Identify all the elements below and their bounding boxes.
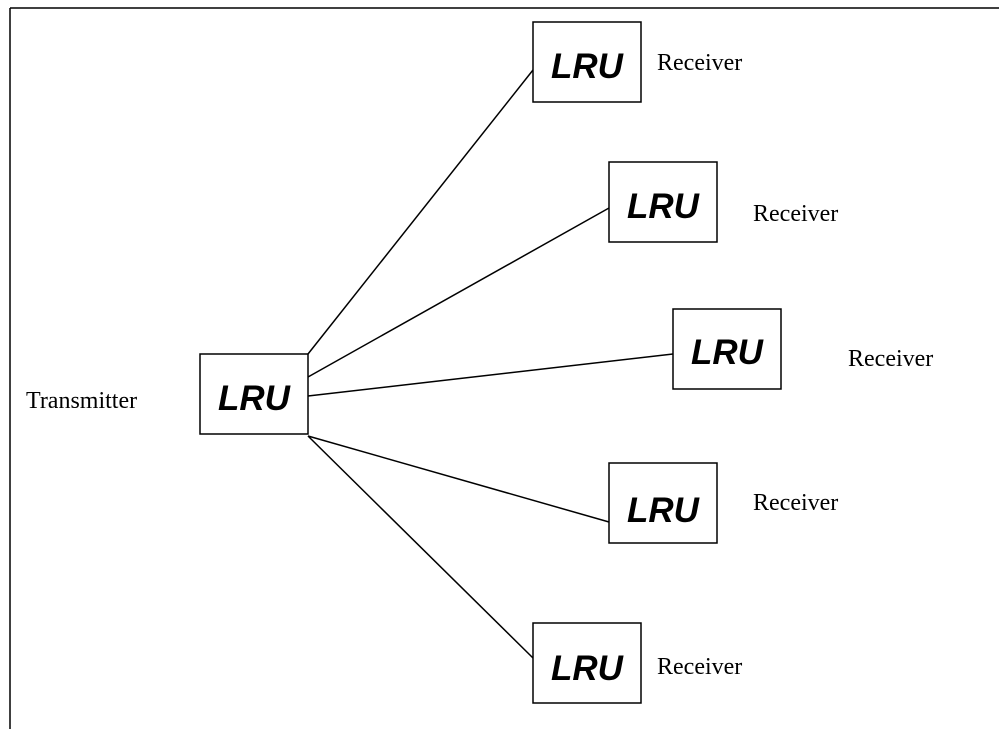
wire-to-receiver-1 (307, 69, 534, 355)
receiver-5-box (532, 622, 642, 704)
receiver-node-4: LRU Receiver (608, 462, 838, 544)
wire-to-receiver-3 (307, 353, 674, 397)
connection-wires (307, 69, 674, 659)
receiver-2-lru-label: LRU (627, 187, 700, 226)
wire-to-receiver-4 (307, 435, 610, 523)
receiver-4-lru-label: LRU (627, 491, 700, 530)
receiver-2-label: Receiver (753, 201, 838, 227)
receiver-3-label: Receiver (848, 346, 933, 372)
wire-to-receiver-2 (307, 207, 610, 378)
receiver-node-5: LRU Receiver (532, 622, 742, 704)
receiver-2-box (608, 161, 718, 243)
receiver-5-label: Receiver (657, 654, 742, 680)
receiver-node-3: LRU Receiver (672, 308, 933, 390)
receiver-3-lru-label: LRU (691, 333, 764, 372)
receiver-1-label: Receiver (657, 50, 742, 76)
receiver-4-label: Receiver (753, 490, 838, 516)
wire-to-receiver-5 (307, 435, 534, 659)
receiver-1-box (532, 21, 642, 103)
receiver-5-lru-label: LRU (551, 649, 624, 688)
transmitter-node: Transmitter LRU (26, 353, 309, 435)
receiver-4-box (608, 462, 718, 544)
transmitter-label: Transmitter (26, 388, 137, 414)
receiver-node-1: LRU Receiver (532, 21, 742, 103)
transmitter-lru-label: LRU (218, 379, 291, 418)
receiver-node-2: LRU Receiver (608, 161, 838, 243)
receiver-3-box (672, 308, 782, 390)
receiver-1-lru-label: LRU (551, 47, 624, 86)
transmitter-box (199, 353, 309, 435)
